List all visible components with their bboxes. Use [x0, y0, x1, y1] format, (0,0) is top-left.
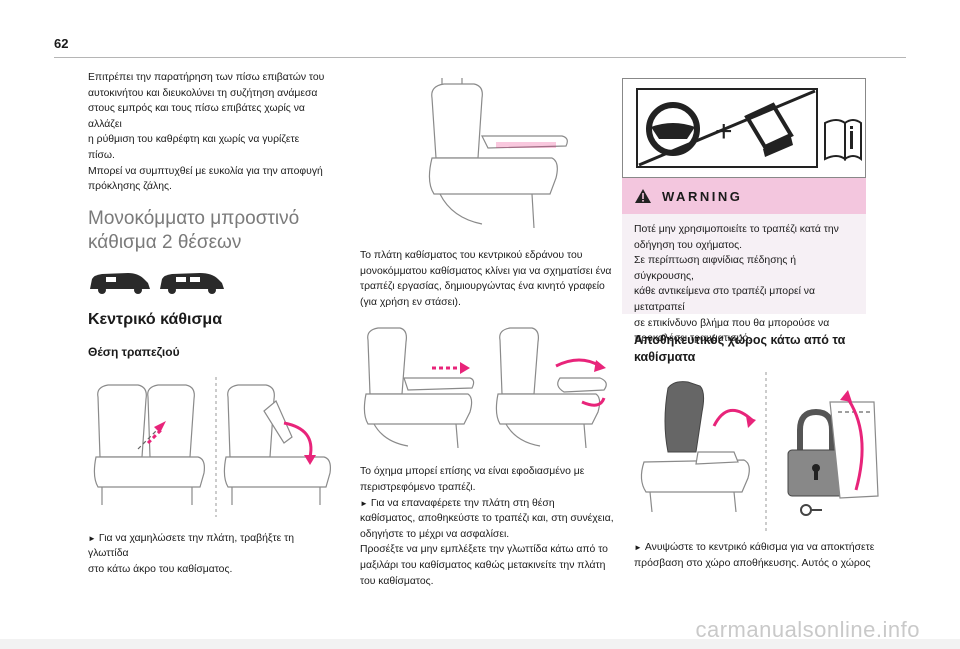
no-table-while-driving-pictogram: + [622, 78, 866, 178]
heading-line: καθίσματα [634, 350, 696, 364]
table-position-illustration [428, 78, 568, 229]
seat-with-sliding-table-icon [363, 327, 475, 449]
padlock-icon [787, 408, 845, 497]
steering-wheel-icon [646, 102, 700, 156]
para-line: καθίσματος, αποθηκεύστε το τραπέζι και, … [360, 513, 614, 525]
seat-lowering-illustration [93, 376, 331, 517]
warning-line: κάθε αντικείμενα στο τραπέζι μπορεί να μ… [634, 286, 816, 313]
paragraph-swivel: Το όχημα μπορεί επίσης να είναι εφοδιασμ… [360, 464, 620, 589]
section-title: Μονοκόμματο μπροστινό κάθισμα 2 θέσεων [88, 207, 328, 255]
warning-line: προκαλέσει τραυματισμό. [634, 333, 752, 345]
paragraph-table: Το πλάτη καθίσματος του κεντρικού εδράνο… [360, 248, 620, 310]
para-line: μονοκόμματου καθίσματος κλίνει για να σχ… [360, 265, 612, 277]
table-icon [744, 102, 794, 157]
intro-line: στους εμπρός και τους πίσω επιβάτες χωρί… [88, 103, 305, 130]
plus-sign-icon: + [715, 115, 733, 148]
para-line: οδηγήστε το μέχρι να ασφαλίσει. [360, 528, 510, 540]
intro-line: η ρύθμιση του καθρέφτη και χωρίς να γυρί… [88, 134, 300, 161]
heading-center-seat: Κεντρικό κάθισμα [88, 310, 223, 328]
subheading-table-position: Θέση τραπεζιού [88, 344, 180, 359]
column-left: Επιτρέπει την παρατήρηση των πίσω επιβατ… [88, 70, 331, 578]
van-silhouettes-icon [90, 272, 224, 294]
raised-seat-icon [640, 381, 750, 513]
column-right-lower: Αποθηκευτικός χώρος κάτω από τα καθίσματ… [634, 332, 880, 571]
warning-label: WARNING [662, 188, 743, 204]
page-number: 62 [54, 36, 69, 51]
para-line: Το όχημα μπορεί επίσης να είναι εφοδιασμ… [360, 466, 585, 478]
warning-triangle-icon [635, 189, 651, 203]
warning-line: Ποτέ μην χρησιμοποιείτε το τραπέζι κατά … [634, 224, 839, 235]
caption-line: στο κάτω άκρο του καθίσματος. [88, 563, 233, 575]
caption-line: Ανυψώστε το κεντρικό κάθισμα για να αποκ… [644, 542, 875, 553]
warning-box: WARNING Ποτέ μην χρησιμοποιείτε το τραπέ… [622, 178, 866, 344]
para-line: Το πλάτη καθίσματος του κεντρικού εδράνο… [360, 250, 583, 261]
para-line: (για χρήση εν στάσει). [360, 296, 461, 308]
manual-book-icon [824, 119, 862, 161]
para-line: του καθίσματος. [360, 575, 434, 587]
caption-line: Για να χαμηλώσετε την πλάτη, τραβήξτε τη… [88, 532, 295, 560]
bullet-arrow-icon: ► [88, 533, 96, 543]
section-title-line: κάθισμα 2 θέσεων [88, 231, 242, 253]
warning-line: σε επικίνδυνο βλήμα που θα μπορούσε να [634, 317, 830, 329]
column-middle: Το πλάτη καθίσματος του κεντρικού εδράνο… [360, 70, 620, 589]
watermark-stripe [0, 639, 960, 649]
watermark: carmanualsonline.info [695, 617, 920, 642]
heading-storage: Αποθηκευτικός χώρος κάτω από τα καθίσματ… [634, 332, 880, 366]
intro-text: Επιτρέπει την παρατήρηση των πίσω επιβατ… [88, 70, 328, 195]
header-rule [54, 57, 906, 58]
key-icon [800, 504, 822, 516]
warning-text: Ποτέ μην χρησιμοποιείτε το τραπέζι κατά … [622, 214, 866, 355]
seat-with-rotating-table-icon [495, 327, 607, 449]
section-title-line: Μονοκόμματο μπροστινό [88, 207, 300, 229]
seat-left-icon [93, 384, 205, 505]
para-line: Προσέξτε να μην εμπλέξετε την γλωττίδα κ… [360, 544, 608, 556]
warning-header: WARNING [622, 178, 866, 214]
heading-line: Αποθηκευτικός χώρος κάτω από τα [634, 333, 846, 347]
caption-storage: ►Ανυψώστε το κεντρικό κάθισμα για να απο… [634, 540, 880, 571]
para-line: Για να επαναφέρετε την πλάτη στη θέση [370, 497, 555, 509]
storage-padlock-illustration [640, 372, 879, 532]
para-line: τραπέζι εργασίας, δημιουργώντας ένα κινη… [360, 281, 605, 293]
swivel-table-illustration [363, 327, 607, 449]
caption-lowering: ►Για να χαμηλώσετε την πλάτη, τραβήξτε τ… [88, 531, 328, 578]
seat-right-icon [223, 384, 331, 505]
intro-line: αυτοκινήτου και διευκολύνει τη συζήτηση … [88, 87, 318, 99]
bullet-arrow-icon: ► [634, 543, 642, 552]
warning-line: Σε περίπτωση αιφνίδιας πέδησης ή σύγκρου… [634, 255, 797, 282]
para-line: μαξιλάρι του καθίσματος καθώς μετακινείτ… [360, 559, 606, 571]
intro-line: Επιτρέπει την παρατήρηση των πίσω επιβατ… [88, 72, 325, 83]
caption-line: πρόσβαση στο χώρο αποθήκευσης. Αυτός ο χ… [634, 557, 871, 569]
para-line: περιστρεφόμενο τραπέζι. [360, 481, 476, 493]
bullet-arrow-icon: ► [360, 498, 368, 508]
intro-line: πρόκλησης ζάλης. [88, 181, 172, 193]
intro-line: Μπορεί να συμπτυχθεί με ευκολία για την … [88, 165, 323, 177]
warning-line: οδήγηση του οχήματος. [634, 239, 743, 251]
